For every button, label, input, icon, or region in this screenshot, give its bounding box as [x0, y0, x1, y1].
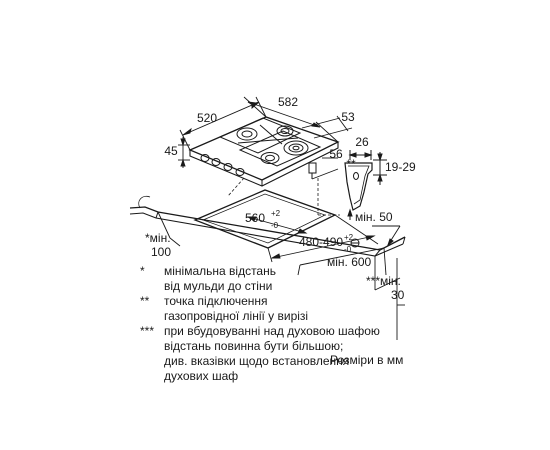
dim-min100-label-line1: *мін.	[145, 231, 171, 245]
dim-min30-label-line1: ***мін.	[366, 274, 401, 288]
note-1-line-2: від мульди до стіни	[164, 279, 273, 293]
dim-56-label: 56	[329, 147, 343, 161]
dim-582-line	[243, 96, 339, 143]
note-1-marker: *	[140, 264, 145, 278]
note-3-marker: ***	[140, 324, 155, 338]
dim-45-label: 45	[164, 144, 178, 158]
note-3-line-2: відстань повинна бути більшою;	[164, 339, 344, 353]
dim-min100-line	[157, 211, 181, 247]
dim-26-label: 26	[355, 135, 369, 149]
note-2-line-2: газопровідної лінії у вирізі	[164, 309, 309, 323]
dim-min30-line	[374, 256, 405, 340]
burner-rear-right	[276, 125, 294, 137]
countertop	[129, 195, 406, 257]
dim-520-label: 520	[197, 111, 217, 125]
dim-min100-label-line2: 100	[151, 245, 171, 259]
pan-support-right	[238, 130, 322, 167]
note-3-line-4: духових шаф	[164, 369, 239, 383]
dim-min50-label: мін. 50	[355, 210, 393, 224]
dim-45-line	[178, 137, 190, 168]
note-2-line-1: точка підключення	[164, 294, 268, 308]
burner-front-left	[260, 152, 280, 164]
gas-connector	[308, 162, 317, 179]
note-3-line-1: при вбудовуванні над духовою шафою	[164, 324, 380, 338]
note-3-line-3: див. вказівки щодо встановлення	[164, 354, 350, 368]
dim-19-29-label: 19-29	[385, 160, 416, 174]
side-profile-detail	[344, 150, 387, 220]
note-1-line-1: мінімальна відстань	[164, 264, 276, 278]
dim-582-label: 582	[278, 95, 298, 109]
dim-min600-label: мін. 600	[327, 255, 372, 269]
dim-53-line	[301, 115, 353, 139]
hob-drawing	[188, 116, 340, 187]
dim-min600-line	[297, 247, 387, 276]
dim-56-line	[311, 157, 339, 180]
dim-min30-label-line2: 30	[391, 288, 405, 302]
units-label: Розміри в мм	[330, 353, 404, 367]
connector-mark: **	[346, 157, 356, 171]
burner-front-right	[283, 140, 309, 156]
cutout-depth-label: 480-490 +2 -0	[299, 227, 358, 254]
dim-cutout-width-line	[246, 216, 308, 234]
note-2-marker: **	[140, 294, 150, 308]
dim-53-label: 53	[341, 110, 355, 124]
control-knobs	[200, 154, 245, 176]
cutout-gas-point	[350, 238, 360, 248]
cutout-width-label: 560 +2 -0	[245, 203, 285, 230]
burner-rear-left	[236, 127, 258, 141]
